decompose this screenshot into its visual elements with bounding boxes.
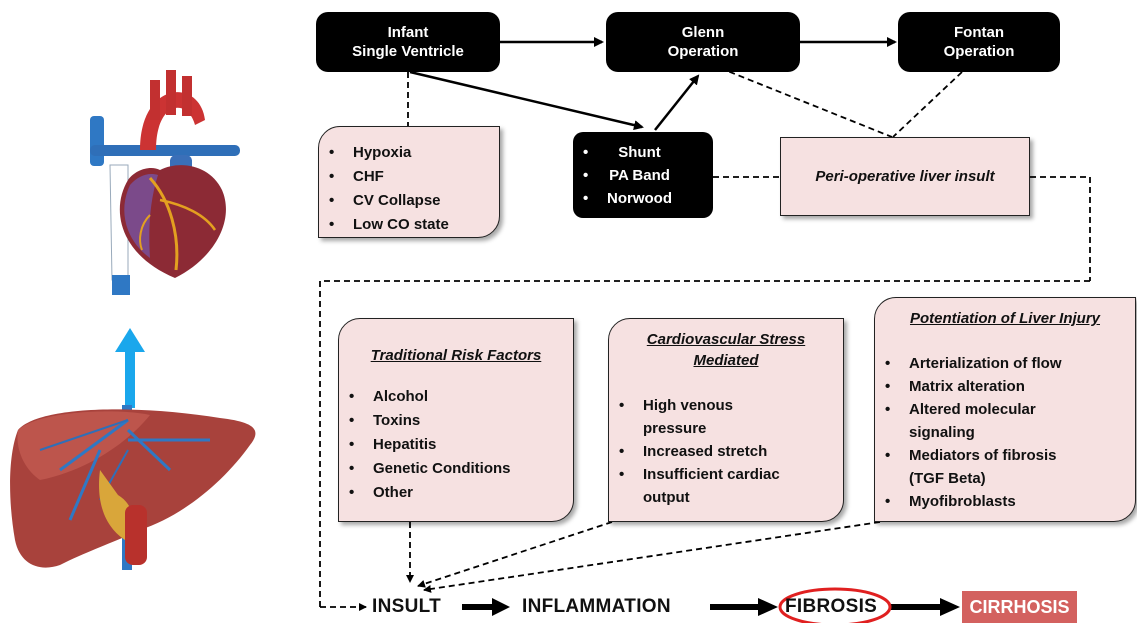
potentiation-item: Myofibroblasts <box>875 490 1135 513</box>
infant-line1: Infant <box>387 24 429 41</box>
potentiation-item: Mediators of fibrosis(TGF Beta) <box>875 444 1135 490</box>
procedure-item: Shunt <box>573 141 672 164</box>
condition-item: Hypoxia <box>319 141 499 165</box>
heart-illustration <box>90 70 240 295</box>
cirrhosis-box: CIRRHOSIS <box>962 591 1077 623</box>
risk-factor-item: Genetic Conditions <box>339 457 573 481</box>
cardiovascular-title-line2: Mediated <box>693 352 759 369</box>
glenn-operation-box: Glenn Operation <box>606 12 800 72</box>
traditional-risk-factors-box: Traditional Risk Factors Alcohol Toxins … <box>338 318 574 522</box>
fontan-operation-box: Fontan Operation <box>898 12 1060 72</box>
liver-illustration <box>10 405 256 570</box>
risk-factor-item: Toxins <box>339 409 573 433</box>
condition-item: Low CO state <box>319 213 499 237</box>
peri-operative-insult-box: Peri-operative liver insult <box>780 137 1030 216</box>
early-conditions-box: Hypoxia CHF CV Collapse Low CO state <box>318 126 500 238</box>
fontan-line1: Fontan <box>954 24 1004 41</box>
potentiation-liver-injury-box: Potentiation of Liver Injury Arterializa… <box>874 297 1136 522</box>
risk-factor-item: Other <box>339 481 573 505</box>
fibrosis-highlight-ring <box>778 587 892 623</box>
glenn-line1: Glenn <box>681 24 725 41</box>
bottom-flow-arrows <box>462 598 960 616</box>
cardiovascular-item: Increased stretch <box>609 440 843 463</box>
inflammation-label: INFLAMMATION <box>522 596 671 617</box>
fibrosis-label: FIBROSIS <box>785 596 878 617</box>
cardiovascular-title-line1: Cardiovascular Stress <box>646 331 806 348</box>
glenn-line2: Operation <box>667 43 739 60</box>
potentiation-item: Arterialization of flow <box>875 352 1135 375</box>
potentiation-item: Matrix alteration <box>875 375 1135 398</box>
palliative-procedures-box: Shunt PA Band Norwood <box>573 132 713 218</box>
peri-operative-label: Peri-operative liver insult <box>815 168 995 185</box>
cardiovascular-stress-box: Cardiovascular Stress Mediated High veno… <box>608 318 844 522</box>
fontan-line2: Operation <box>943 43 1015 60</box>
infant-line2: Single Ventricle <box>352 43 464 60</box>
traditional-risk-factors-title: Traditional Risk Factors <box>370 347 542 364</box>
risk-factor-item: Hepatitis <box>339 433 573 457</box>
insult-label: INSULT <box>372 596 441 617</box>
condition-item: CHF <box>319 165 499 189</box>
procedure-item: Norwood <box>573 187 672 210</box>
procedure-item: PA Band <box>573 164 672 187</box>
risk-factor-item: Alcohol <box>339 385 573 409</box>
condition-item: CV Collapse <box>319 189 499 213</box>
potentiation-title: Potentiation of Liver Injury <box>909 310 1100 327</box>
liver-to-heart-arrow <box>115 328 145 408</box>
infant-single-ventricle-box: Infant Single Ventricle <box>316 12 500 72</box>
organ-illustrations <box>10 70 256 570</box>
cirrhosis-label: CIRRHOSIS <box>969 596 1070 617</box>
